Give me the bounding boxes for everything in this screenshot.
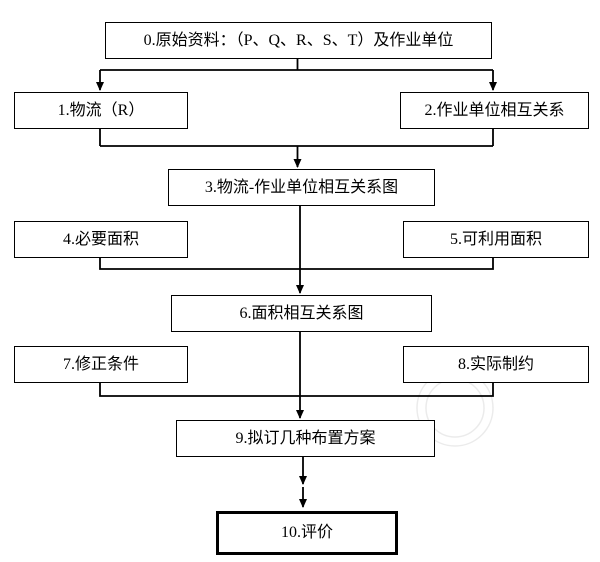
- edge-5-join: [300, 256, 494, 270]
- flow-box-10-label: 10.评价: [280, 524, 333, 541]
- flow-box-2-label: 2.作业单位相互关系: [424, 101, 565, 119]
- flow-box-6-label: 6.面积相互关系图: [239, 304, 364, 322]
- flow-box-6: 6.面积相互关系图: [171, 295, 432, 332]
- flow-box-8: 8.实际制约: [403, 346, 589, 383]
- flow-box-3: 3.物流-作业单位相互关系图: [168, 169, 435, 206]
- edge-7-join: [99, 381, 300, 397]
- flow-box-0: 0.原始资料：（P、Q、R、S、T）及作业单位: [105, 22, 492, 59]
- flow-box-5: 5.可利用面积: [403, 221, 589, 258]
- flow-box-7-label: 7.修正条件: [62, 355, 139, 373]
- flow-box-4-label: 4.必要面积: [62, 230, 139, 248]
- flow-box-9-label: 9.拟订几种布置方案: [235, 429, 376, 447]
- flow-box-2: 2.作业单位相互关系: [400, 92, 589, 129]
- edge-8-join: [300, 381, 494, 397]
- flow-box-3-label: 3.物流-作业单位相互关系图: [204, 178, 399, 196]
- flow-box-1: 1.物流（R）: [14, 92, 188, 129]
- flow-box-9: 9.拟订几种布置方案: [176, 420, 435, 457]
- flow-box-7: 7.修正条件: [14, 346, 188, 383]
- flow-box-1-label: 1.物流（R）: [57, 101, 145, 119]
- edge-4-join: [99, 256, 300, 270]
- flow-box-10: 10.评价: [216, 511, 398, 555]
- flow-box-8-label: 8.实际制约: [457, 355, 534, 373]
- flow-box-5-label: 5.可利用面积: [449, 230, 542, 248]
- flow-box-0-label: 0.原始资料：（P、Q、R、S、T）及作业单位: [143, 31, 454, 49]
- flow-box-4: 4.必要面积: [14, 221, 188, 258]
